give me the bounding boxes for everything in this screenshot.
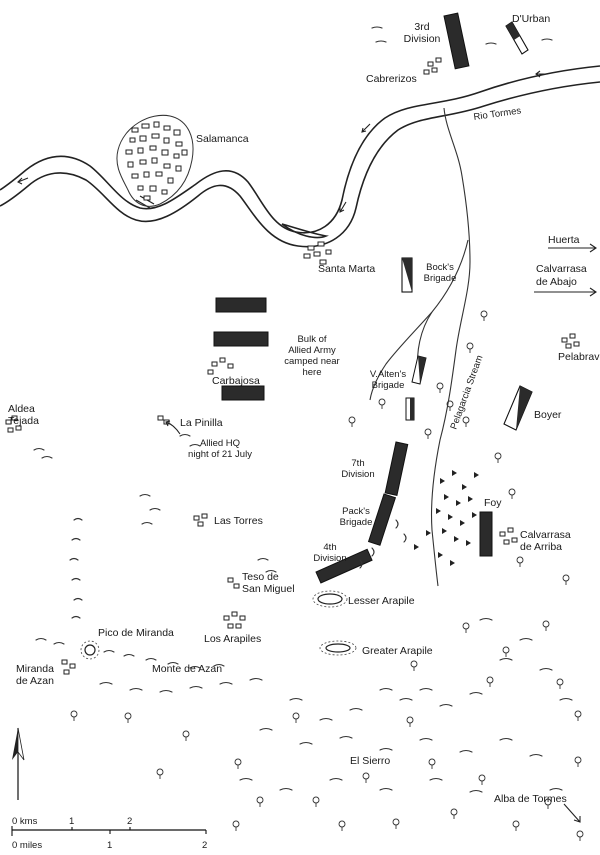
label-huerta: Huerta xyxy=(548,234,580,246)
v-alten-block-fill xyxy=(418,356,426,384)
label-alba-de-tormes: Alba de Tormes xyxy=(494,793,567,805)
north-arrow xyxy=(12,727,25,800)
calvarrasa-abajo-arrow xyxy=(534,287,597,297)
allied-block-3 xyxy=(221,385,265,401)
huerta-arrow xyxy=(548,243,597,253)
label-cabrerizos: Cabrerizos xyxy=(366,73,417,85)
foy-skirmishers xyxy=(414,470,479,566)
label-la-pinilla: La Pinilla xyxy=(180,417,223,429)
boyer-block-fill xyxy=(516,386,532,430)
village-cabrerizos xyxy=(423,57,442,75)
label-las-torres: Las Torres xyxy=(214,515,263,527)
village-calvarrasa-arriba xyxy=(499,527,518,545)
pointer-arrows xyxy=(165,243,597,823)
scale-km2: 2 xyxy=(127,816,132,827)
unit-blocks xyxy=(213,12,533,584)
allied-hq-pointer xyxy=(165,420,181,435)
scale-kms-label: 0 kms xyxy=(12,816,38,827)
label-greater-arapile: Greater Arapile xyxy=(362,645,433,657)
label-boyer: Boyer xyxy=(534,409,562,421)
village-los-arapiles xyxy=(223,611,246,629)
salamanca-town xyxy=(116,114,194,207)
ridge-hachures xyxy=(33,26,573,793)
scale-mi1: 1 xyxy=(107,840,112,851)
packs-brigade-block xyxy=(367,493,397,546)
trees xyxy=(70,310,584,841)
label-pico-de-miranda: Pico de Miranda xyxy=(98,627,174,639)
v-alten-block-2-fill xyxy=(410,398,414,420)
foy-block xyxy=(479,511,493,557)
fourth-division-block xyxy=(315,548,373,584)
allied-block-1 xyxy=(215,297,267,313)
village-santa-marta xyxy=(303,241,332,265)
village-las-torres xyxy=(193,513,208,527)
scale-mi2: 2 xyxy=(202,840,207,851)
seventh-division-block xyxy=(384,441,409,496)
allied-block-2 xyxy=(213,331,269,347)
label-santa-marta: Santa Marta xyxy=(318,263,375,275)
label-pelabravo: Pelabravo xyxy=(558,351,600,363)
village-miranda-de-azan xyxy=(61,659,76,675)
village-pelabravo xyxy=(561,333,580,349)
scale-km1: 1 xyxy=(69,816,74,827)
lesser-arapile-hill xyxy=(312,590,348,608)
scale-miles-label: 0 miles xyxy=(12,840,42,851)
greater-arapile-hill xyxy=(319,640,357,656)
rio-tormes-river xyxy=(0,65,600,248)
village-aldea-tejada xyxy=(5,415,22,433)
durban-block-fill xyxy=(506,22,520,40)
alba-arrow xyxy=(563,803,581,823)
village-carbajosa xyxy=(207,357,234,375)
label-lesser-arapile: Lesser Arapile xyxy=(348,595,415,607)
scale-bar: 0 kms 1 2 0 miles 1 2 xyxy=(11,816,207,851)
village-teso-san-miguel xyxy=(227,577,240,589)
label-salamanca: Salamanca xyxy=(196,133,249,145)
pico-de-miranda-hill xyxy=(80,640,100,660)
label-los-arapiles: Los Arapiles xyxy=(204,633,261,645)
label-el-sierro: El Sierro xyxy=(350,755,390,767)
label-monte-de-azan: Monte de Azan xyxy=(152,663,222,675)
third-division-block xyxy=(443,12,470,70)
bocks-brigade-fill xyxy=(402,258,412,292)
label-durban: D'Urban xyxy=(512,13,550,25)
label-foy: Foy xyxy=(484,497,502,509)
label-carbajosa: Carbajosa xyxy=(212,375,260,387)
